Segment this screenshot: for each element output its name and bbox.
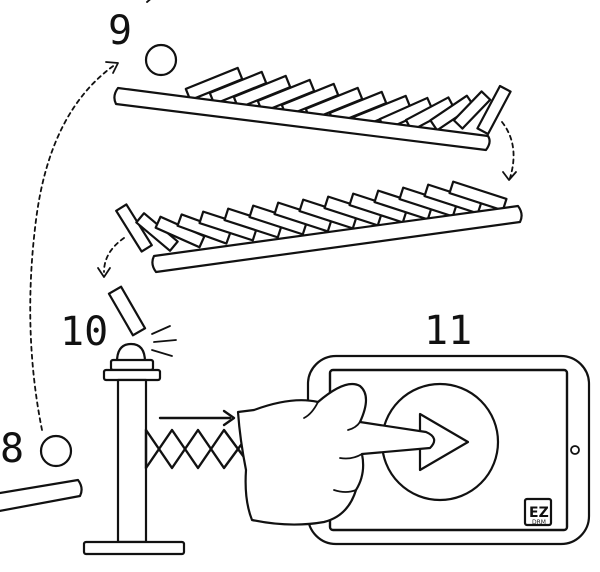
arrow-upper-to-lower	[501, 121, 515, 179]
arrow-head	[502, 171, 517, 181]
arrow-8-to-9	[29, 63, 117, 431]
domino-icon	[476, 84, 512, 136]
ball-icon	[39, 434, 73, 468]
upper-board	[113, 86, 491, 152]
badge-brand: EZ	[529, 505, 549, 521]
hand-icon	[236, 382, 436, 526]
domino-icon	[448, 180, 508, 212]
step-number-9: 9	[108, 8, 132, 54]
arrow-lower-to-bell	[103, 237, 125, 273]
step-8-board	[0, 478, 83, 513]
arrow-head	[105, 61, 119, 74]
domino-icon	[452, 90, 492, 130]
home-button-icon	[570, 445, 580, 455]
step-number-8: 8	[0, 426, 24, 472]
arrow-head	[222, 409, 236, 427]
arrow-head	[97, 267, 111, 278]
impact-lines	[151, 325, 177, 357]
step-number-11: 11	[424, 308, 472, 354]
scissor-arm-icon	[144, 428, 254, 470]
lower-board	[151, 204, 523, 274]
play-button	[380, 382, 500, 502]
bell-button-icon	[109, 342, 155, 372]
upper-dominoes	[184, 66, 512, 136]
falling-domino-icon	[107, 285, 147, 337]
badge-sub: DRM	[532, 519, 546, 526]
ezdrm-badge: EZ DRM	[523, 497, 553, 527]
step-number-10: 10	[60, 309, 108, 355]
ball-icon	[144, 43, 178, 77]
lower-dominoes	[115, 180, 508, 253]
motion-mark	[146, 0, 151, 3]
